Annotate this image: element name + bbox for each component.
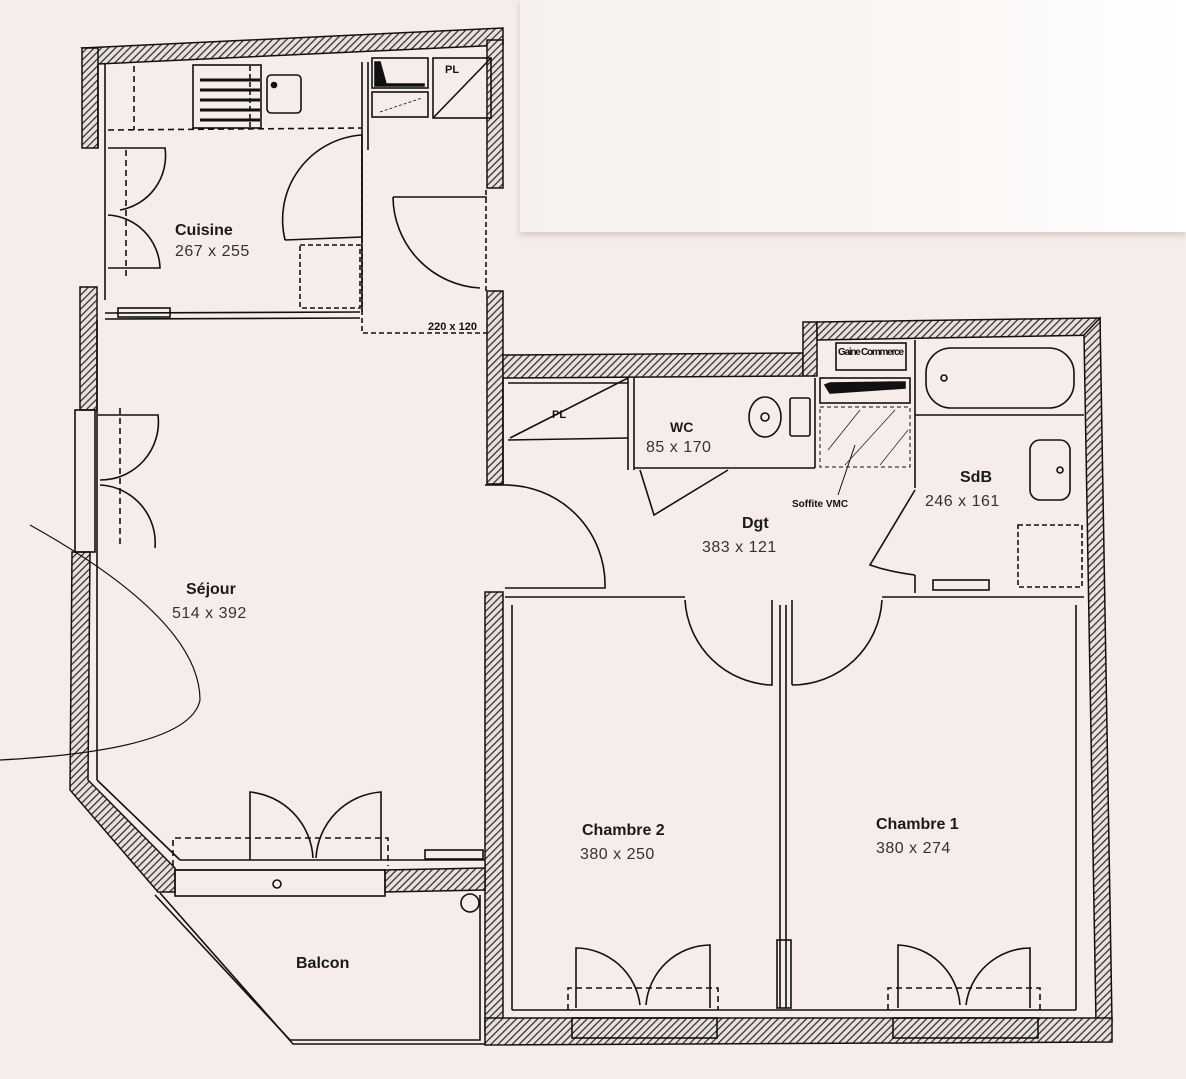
paper-sheet-overlay xyxy=(520,0,1186,232)
label-soffite: Soffite VMC xyxy=(792,499,848,510)
inner-lines xyxy=(0,57,1084,1045)
wall-bottom xyxy=(484,1017,1113,1046)
wall-bedroom-left xyxy=(484,591,504,1033)
label-entry-zone: 220 x 120 xyxy=(428,321,477,333)
room-name-chambre1: Chambre 1 xyxy=(876,816,959,833)
wall-kitchen-right-a xyxy=(486,39,504,189)
wall-left-mid xyxy=(79,286,98,411)
wall-left-upper xyxy=(81,47,99,149)
label-gaine: Gaine Commerce xyxy=(838,347,904,358)
wall-top-right xyxy=(816,317,1101,341)
room-dims-chambre1: 380 x 274 xyxy=(876,840,951,857)
walls xyxy=(69,27,1113,1046)
labels: Cuisine 267 x 255 Séjour 514 x 392 WC 85… xyxy=(172,64,1000,972)
room-name-chambre2: Chambre 2 xyxy=(582,822,665,839)
wall-right xyxy=(1083,316,1113,1023)
label-placard-corridor: PL xyxy=(552,409,566,421)
wall-gaine-left xyxy=(802,321,818,377)
room-name-sdb: SdB xyxy=(960,469,992,486)
room-dims-wc: 85 x 170 xyxy=(646,439,711,456)
room-dims-sdb: 246 x 161 xyxy=(925,493,1000,510)
wall-kitchen-right-b xyxy=(486,290,504,485)
room-name-balcon: Balcon xyxy=(296,955,349,972)
room-dims-dgt: 383 x 121 xyxy=(702,539,777,556)
room-name-wc: WC xyxy=(670,419,693,435)
room-dims-chambre2: 380 x 250 xyxy=(580,846,655,863)
wall-corridor-top xyxy=(502,352,804,379)
label-placard-kitchen: PL xyxy=(445,64,459,76)
room-name-cuisine: Cuisine xyxy=(175,222,233,239)
room-name-sejour: Séjour xyxy=(186,581,236,598)
room-name-dgt: Dgt xyxy=(742,515,769,532)
wall-balcony-sep xyxy=(384,867,486,893)
room-dims-sejour: 514 x 392 xyxy=(172,605,247,622)
room-dims-cuisine: 267 x 255 xyxy=(175,243,250,260)
